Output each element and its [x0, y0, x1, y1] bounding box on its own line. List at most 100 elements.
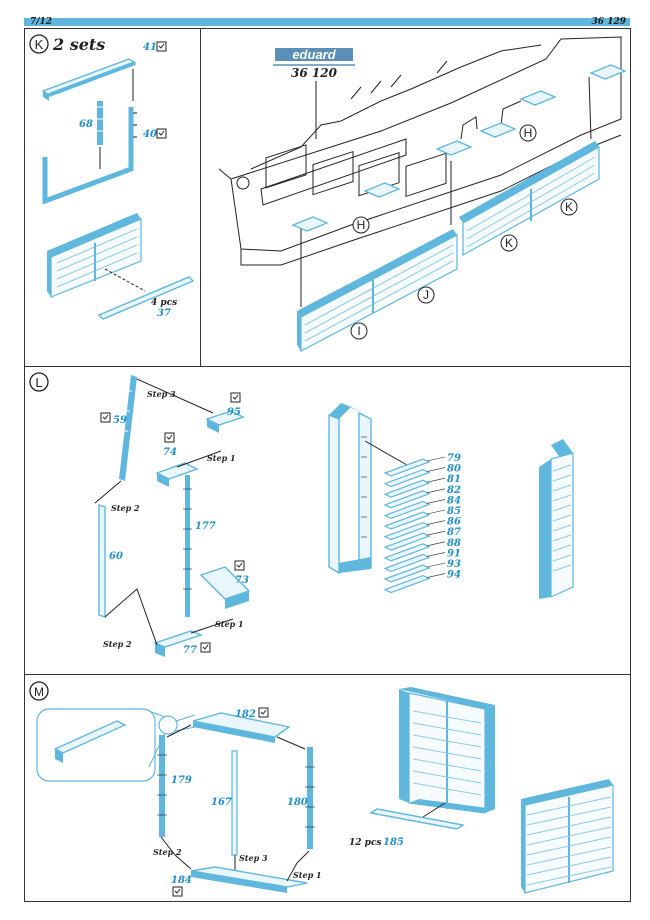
check-box-182	[258, 707, 269, 718]
slat-part	[383, 553, 431, 573]
slat-label: 84	[447, 495, 461, 506]
slat-label: 87	[447, 527, 461, 538]
step-badge-k: K	[29, 34, 49, 54]
label-12-pcs: 12 pcs	[349, 838, 382, 848]
svg-text:L: L	[35, 375, 42, 390]
panel-k-title: 2 sets	[52, 35, 105, 54]
arrow-line	[286, 850, 310, 882]
arrow-line	[276, 736, 306, 750]
check-icon	[102, 414, 109, 420]
check-icon	[232, 394, 239, 400]
arrow-line	[166, 724, 192, 738]
slat-part	[383, 521, 431, 541]
check-box-95	[230, 392, 241, 403]
label-4-pcs: 4 pcs	[151, 298, 177, 308]
slat-label: 88	[447, 538, 461, 549]
leader-line	[426, 509, 446, 515]
part-184	[190, 866, 308, 893]
louvre-frame-m	[399, 687, 495, 814]
label-74: 74	[163, 447, 177, 458]
leader-line	[426, 456, 446, 462]
arrow-line	[364, 440, 408, 466]
detail-inset	[36, 708, 196, 782]
callout-j: J	[423, 288, 429, 302]
arrow-line	[136, 378, 214, 414]
eduard-logo: eduard	[273, 47, 355, 66]
label-60: 60	[109, 551, 123, 562]
slat-label: 79	[447, 453, 461, 464]
arrow-line	[104, 588, 158, 646]
label-37: 37	[157, 308, 171, 319]
slat-label: 91	[447, 548, 461, 559]
part-185-slat	[369, 808, 465, 830]
part-59	[119, 375, 137, 481]
leader-line	[426, 488, 446, 494]
label-73: 73	[235, 575, 249, 586]
check-box-41	[156, 41, 167, 52]
assembled-louvre-m	[521, 779, 614, 894]
slat-part	[383, 574, 431, 594]
leader-line	[426, 552, 446, 557]
label-167: 167	[211, 797, 232, 808]
arrow-line	[176, 450, 222, 468]
part-177	[183, 475, 192, 617]
slat-part	[383, 490, 431, 509]
svg-text:M: M	[34, 685, 44, 699]
label-59: 59	[113, 415, 127, 426]
slat-stack	[383, 458, 431, 594]
arrow-line	[104, 268, 146, 292]
part-74	[155, 462, 199, 487]
callouts: H H K K J I	[350, 124, 578, 340]
label-68: 68	[79, 119, 93, 130]
step-badge-m: M	[29, 681, 49, 701]
slat-part	[383, 532, 431, 551]
check-icon	[260, 709, 267, 715]
label-179: 179	[171, 775, 192, 786]
check-box-73	[234, 560, 245, 571]
label-185: 185	[383, 837, 404, 848]
part-95	[205, 410, 245, 433]
part-180	[305, 747, 315, 849]
page-number-right: 36 129	[591, 17, 626, 27]
slat-label: 86	[447, 517, 461, 528]
slat-part	[383, 543, 431, 562]
step-1b-label: Step 1	[215, 619, 244, 629]
slat-label: 94	[447, 570, 461, 581]
step-2-label: Step 2	[111, 503, 140, 513]
step-2-label: Step 2	[153, 847, 182, 857]
leader-line	[426, 467, 446, 472]
part-167	[231, 750, 238, 856]
check-icon	[236, 562, 243, 568]
part-68	[95, 101, 105, 145]
check-icon	[166, 434, 173, 440]
part-179	[157, 735, 167, 837]
label-40: 40	[143, 129, 157, 140]
step-1-label: Step 1	[207, 453, 236, 463]
slat-label: 82	[447, 485, 461, 496]
callout-k: K	[505, 236, 513, 250]
step-3-label: Step 3	[147, 389, 176, 399]
slat-label: 85	[447, 506, 461, 517]
part-37-slat	[97, 276, 195, 320]
slat-label: 81	[447, 474, 461, 485]
check-box-40	[156, 128, 167, 139]
placement-arrows	[300, 76, 592, 307]
panel-m: M 182 179 167 Step 3	[24, 674, 631, 902]
label-182: 182	[235, 709, 256, 720]
check-icon	[174, 888, 181, 894]
step-2b-label: Step 2	[103, 639, 132, 649]
slat-part	[383, 511, 431, 530]
callout-i: I	[357, 324, 360, 338]
slat-part	[383, 458, 431, 477]
callout-h: H	[524, 126, 533, 140]
panel-l: L 59 Step 3 95 74 Step 1 177 60 St	[24, 366, 631, 676]
panel-hull-assembly: eduard 36 120	[200, 28, 631, 368]
check-box-77	[200, 642, 211, 653]
step-1-label: Step 1	[293, 870, 322, 880]
slat-part	[383, 564, 431, 583]
check-box-59	[100, 412, 111, 423]
louvre-assembly-k	[459, 141, 600, 257]
leader-line	[426, 520, 446, 525]
check-icon	[158, 43, 165, 49]
